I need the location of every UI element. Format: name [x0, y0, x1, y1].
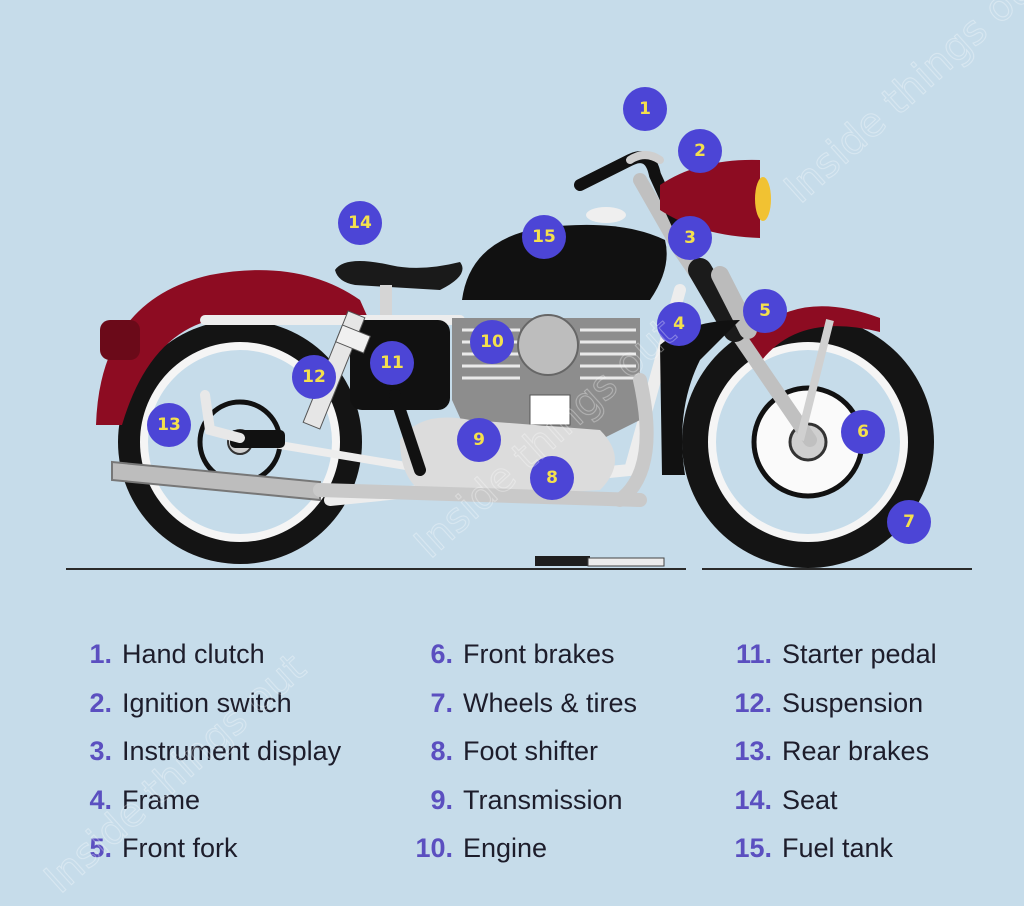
- svg-text:12: 12: [302, 367, 326, 387]
- svg-text:11: 11: [380, 353, 404, 373]
- svg-text:2: 2: [694, 141, 706, 161]
- exhaust: [111, 373, 654, 507]
- svg-text:8: 8: [546, 468, 558, 488]
- parts-legend: 1. Hand clutch 2. Ignition switch 3. Instru…: [0, 630, 1024, 880]
- starter-pedal-shape: [389, 389, 426, 476]
- legend-number: 13.: [734, 736, 772, 766]
- seat-post: [380, 285, 392, 315]
- kickstand-bar: [587, 557, 665, 567]
- svg-text:13: 13: [157, 415, 181, 435]
- legend-number: 6.: [430, 639, 453, 669]
- legend-label: Hand clutch: [122, 639, 265, 669]
- legend-label: Front fork: [122, 833, 238, 863]
- seat-shape: [335, 261, 463, 290]
- legend-label: Front brakes: [463, 639, 615, 669]
- legend-label: Ignition switch: [122, 687, 292, 718]
- marker-2: 2: [678, 129, 722, 173]
- legend-label: Transmission: [463, 784, 623, 815]
- legend-label: Rear brakes: [782, 736, 930, 766]
- svg-text:1: 1: [639, 99, 651, 119]
- marker-13: 13: [147, 403, 191, 447]
- marker-4: 4: [657, 302, 701, 346]
- legend-label: Foot shifter: [463, 736, 599, 766]
- brake-arm: [200, 390, 245, 443]
- marker-7: 7: [887, 500, 931, 544]
- marker-11: 11: [370, 341, 414, 385]
- legend-number: 5.: [89, 833, 112, 863]
- legend-label: Seat: [782, 784, 838, 815]
- legend-label: Starter pedal: [782, 639, 937, 669]
- marker-5: 5: [743, 289, 787, 333]
- kickstand: [535, 556, 590, 566]
- legend-label: Wheels & tires: [463, 687, 638, 718]
- svg-text:5: 5: [759, 301, 771, 321]
- taillight: [100, 320, 140, 360]
- legend-number: 7.: [430, 687, 453, 718]
- marker-9: 9: [457, 418, 501, 462]
- front-cover: [660, 320, 740, 475]
- marker-12: 12: [292, 355, 336, 399]
- svg-text:15: 15: [532, 227, 556, 247]
- marker-6: 6: [841, 410, 885, 454]
- svg-text:9: 9: [473, 430, 485, 450]
- svg-text:3: 3: [684, 228, 696, 248]
- legend-number: 9.: [430, 784, 453, 815]
- legend-number: 11.: [735, 639, 772, 669]
- legend-number: 1.: [89, 639, 112, 669]
- svg-text:4: 4: [673, 314, 685, 334]
- marker-14: 14: [338, 201, 382, 245]
- legend-number: 10.: [415, 833, 453, 863]
- legend-label: Frame: [122, 784, 201, 815]
- legend-number: 2.: [89, 687, 112, 718]
- legend-number: 15.: [734, 833, 772, 863]
- motorcycle-diagram: 1 2 3 4 5 6 7 8 9 10 11 12 13 14 15: [66, 87, 972, 570]
- fuel-tank-shape: [462, 224, 667, 300]
- rear-fender: [96, 270, 368, 425]
- legend-number: 3.: [89, 736, 112, 766]
- legend-label: Fuel tank: [782, 833, 894, 863]
- marker-3: 3: [668, 216, 712, 260]
- marker-1: 1: [623, 87, 667, 131]
- legend-number: 8.: [430, 736, 453, 766]
- legend-number: 4.: [89, 784, 112, 815]
- legend-number: 14.: [734, 784, 772, 815]
- svg-text:10: 10: [480, 332, 504, 352]
- handlebar: [574, 151, 686, 236]
- legend-label: Instrument display: [122, 736, 342, 766]
- svg-text:14: 14: [348, 213, 372, 233]
- marker-8: 8: [530, 456, 574, 500]
- marker-15: 15: [522, 215, 566, 259]
- legend-label: Suspension: [782, 687, 924, 718]
- legend-label: Engine: [463, 833, 548, 863]
- headlight-lens: [755, 177, 771, 221]
- svg-text:7: 7: [903, 512, 915, 532]
- marker-10: 10: [470, 320, 514, 364]
- legend-number: 12.: [734, 687, 772, 718]
- brake-drum: [230, 430, 285, 448]
- fuel-cap: [586, 207, 626, 223]
- svg-text:6: 6: [857, 422, 869, 442]
